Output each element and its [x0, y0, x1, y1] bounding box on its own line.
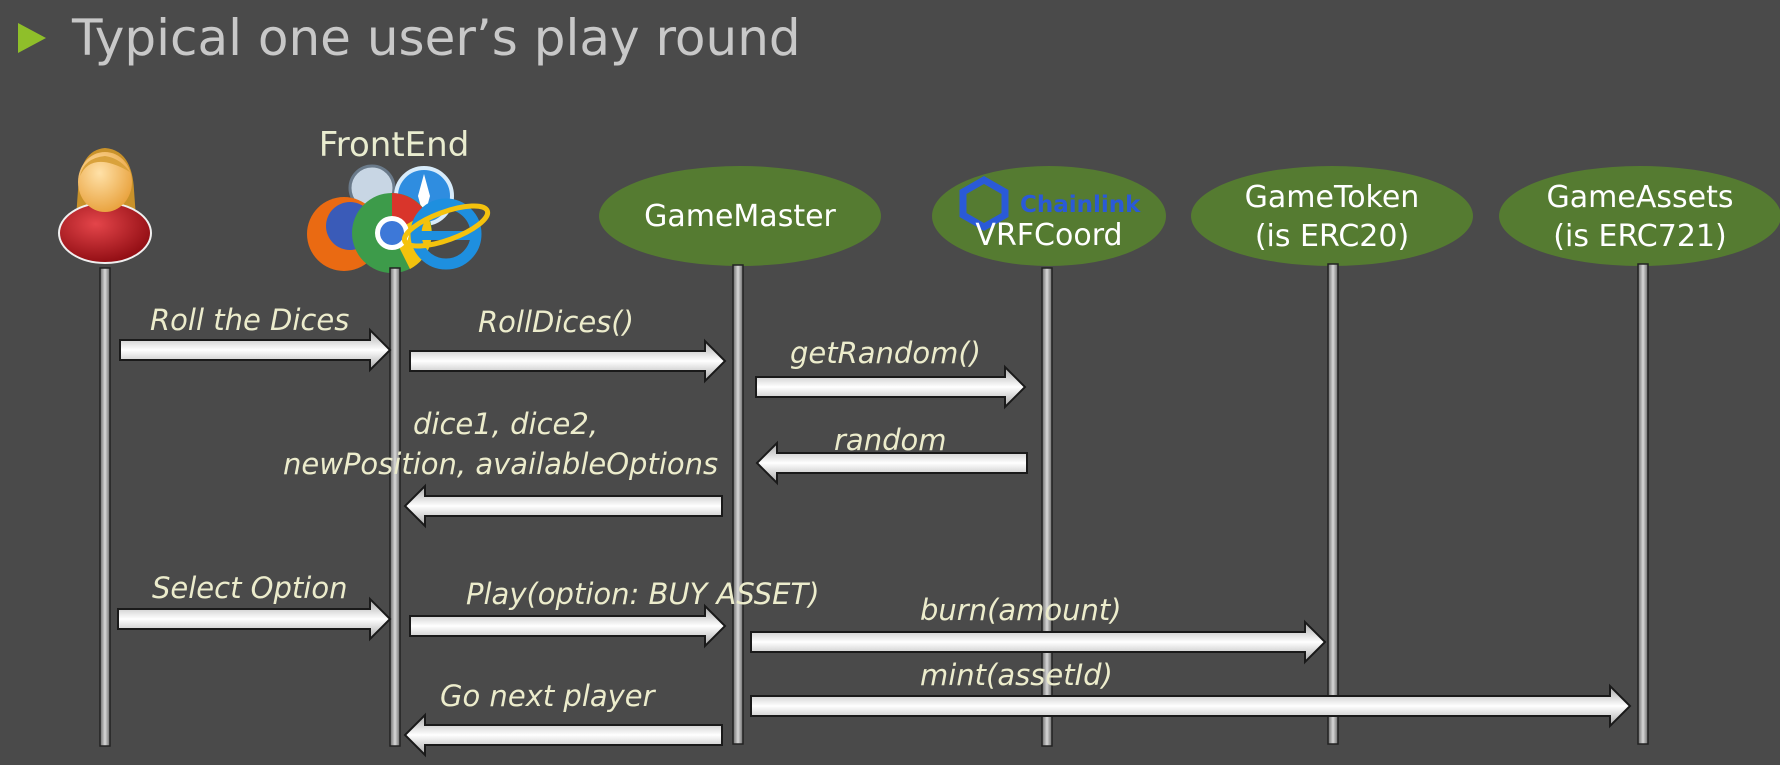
msg-burn: burn(amount): [920, 593, 1122, 627]
lifeline-vrfcoord: [1041, 267, 1053, 747]
lifelines: [99, 263, 1649, 747]
slide-title: Typical one user’s play round: [18, 8, 801, 68]
title-bullet-icon: [18, 23, 46, 53]
chainlink-brand: Chainlink: [1020, 192, 1141, 218]
msg-result-line2: newPosition, availableOptions: [283, 447, 718, 481]
msg-go-next: Go next player: [440, 679, 657, 713]
msg-random: random: [834, 423, 946, 457]
arrow-burn: [750, 619, 1327, 665]
msg-mint: mint(assetId): [920, 658, 1113, 692]
vrfcoord-label: VRFCoord: [975, 218, 1122, 253]
participant-vrfcoord: Chainlink VRFCoord: [932, 166, 1166, 266]
gamemaster-label: GameMaster: [644, 199, 836, 234]
user-avatar-icon: [58, 148, 152, 264]
arrow-go-next: [403, 712, 723, 758]
msg-rolldices-call: RollDices(): [478, 305, 634, 339]
msg-roll-the-dices: Roll the Dices: [150, 303, 349, 337]
arrow-rolldices-call: [409, 338, 727, 384]
lifeline-user: [99, 267, 111, 747]
frontend-label: FrontEnd: [319, 125, 470, 165]
lifeline-gametoken: [1327, 263, 1339, 745]
arrow-mint: [750, 683, 1632, 729]
participant-gameassets: GameAssets (is ERC721): [1499, 166, 1780, 266]
arrow-roll-the-dices: [119, 327, 392, 373]
arrow-result: [403, 483, 723, 529]
gametoken-label-line1: GameToken: [1245, 180, 1420, 215]
arrow-random: [755, 440, 1028, 486]
gametoken-label-line2: (is ERC20): [1255, 219, 1409, 254]
msg-result-line1: dice1, dice2,: [413, 407, 598, 441]
lifeline-frontend: [389, 267, 401, 747]
message-arrows: [117, 327, 1632, 758]
gameassets-label-line2: (is ERC721): [1553, 219, 1726, 254]
lifeline-gameassets: [1637, 263, 1649, 745]
slide-title-text: Typical one user’s play round: [72, 9, 801, 67]
participant-gamemaster: GameMaster: [599, 166, 881, 266]
chainlink-hexagon-icon: [959, 175, 1009, 232]
msg-play: Play(option: BUY ASSET): [466, 577, 820, 611]
arrow-play: [409, 603, 727, 649]
arrow-getrandom: [755, 364, 1027, 410]
msg-getrandom: getRandom(): [790, 336, 981, 370]
arrow-select-option: [117, 596, 392, 642]
browser-logos-icon: [307, 164, 491, 273]
participant-gametoken: GameToken (is ERC20): [1191, 166, 1473, 266]
gameassets-label-line1: GameAssets: [1547, 180, 1734, 215]
lifeline-gamemaster: [732, 264, 744, 745]
msg-select-option: Select Option: [152, 571, 347, 605]
